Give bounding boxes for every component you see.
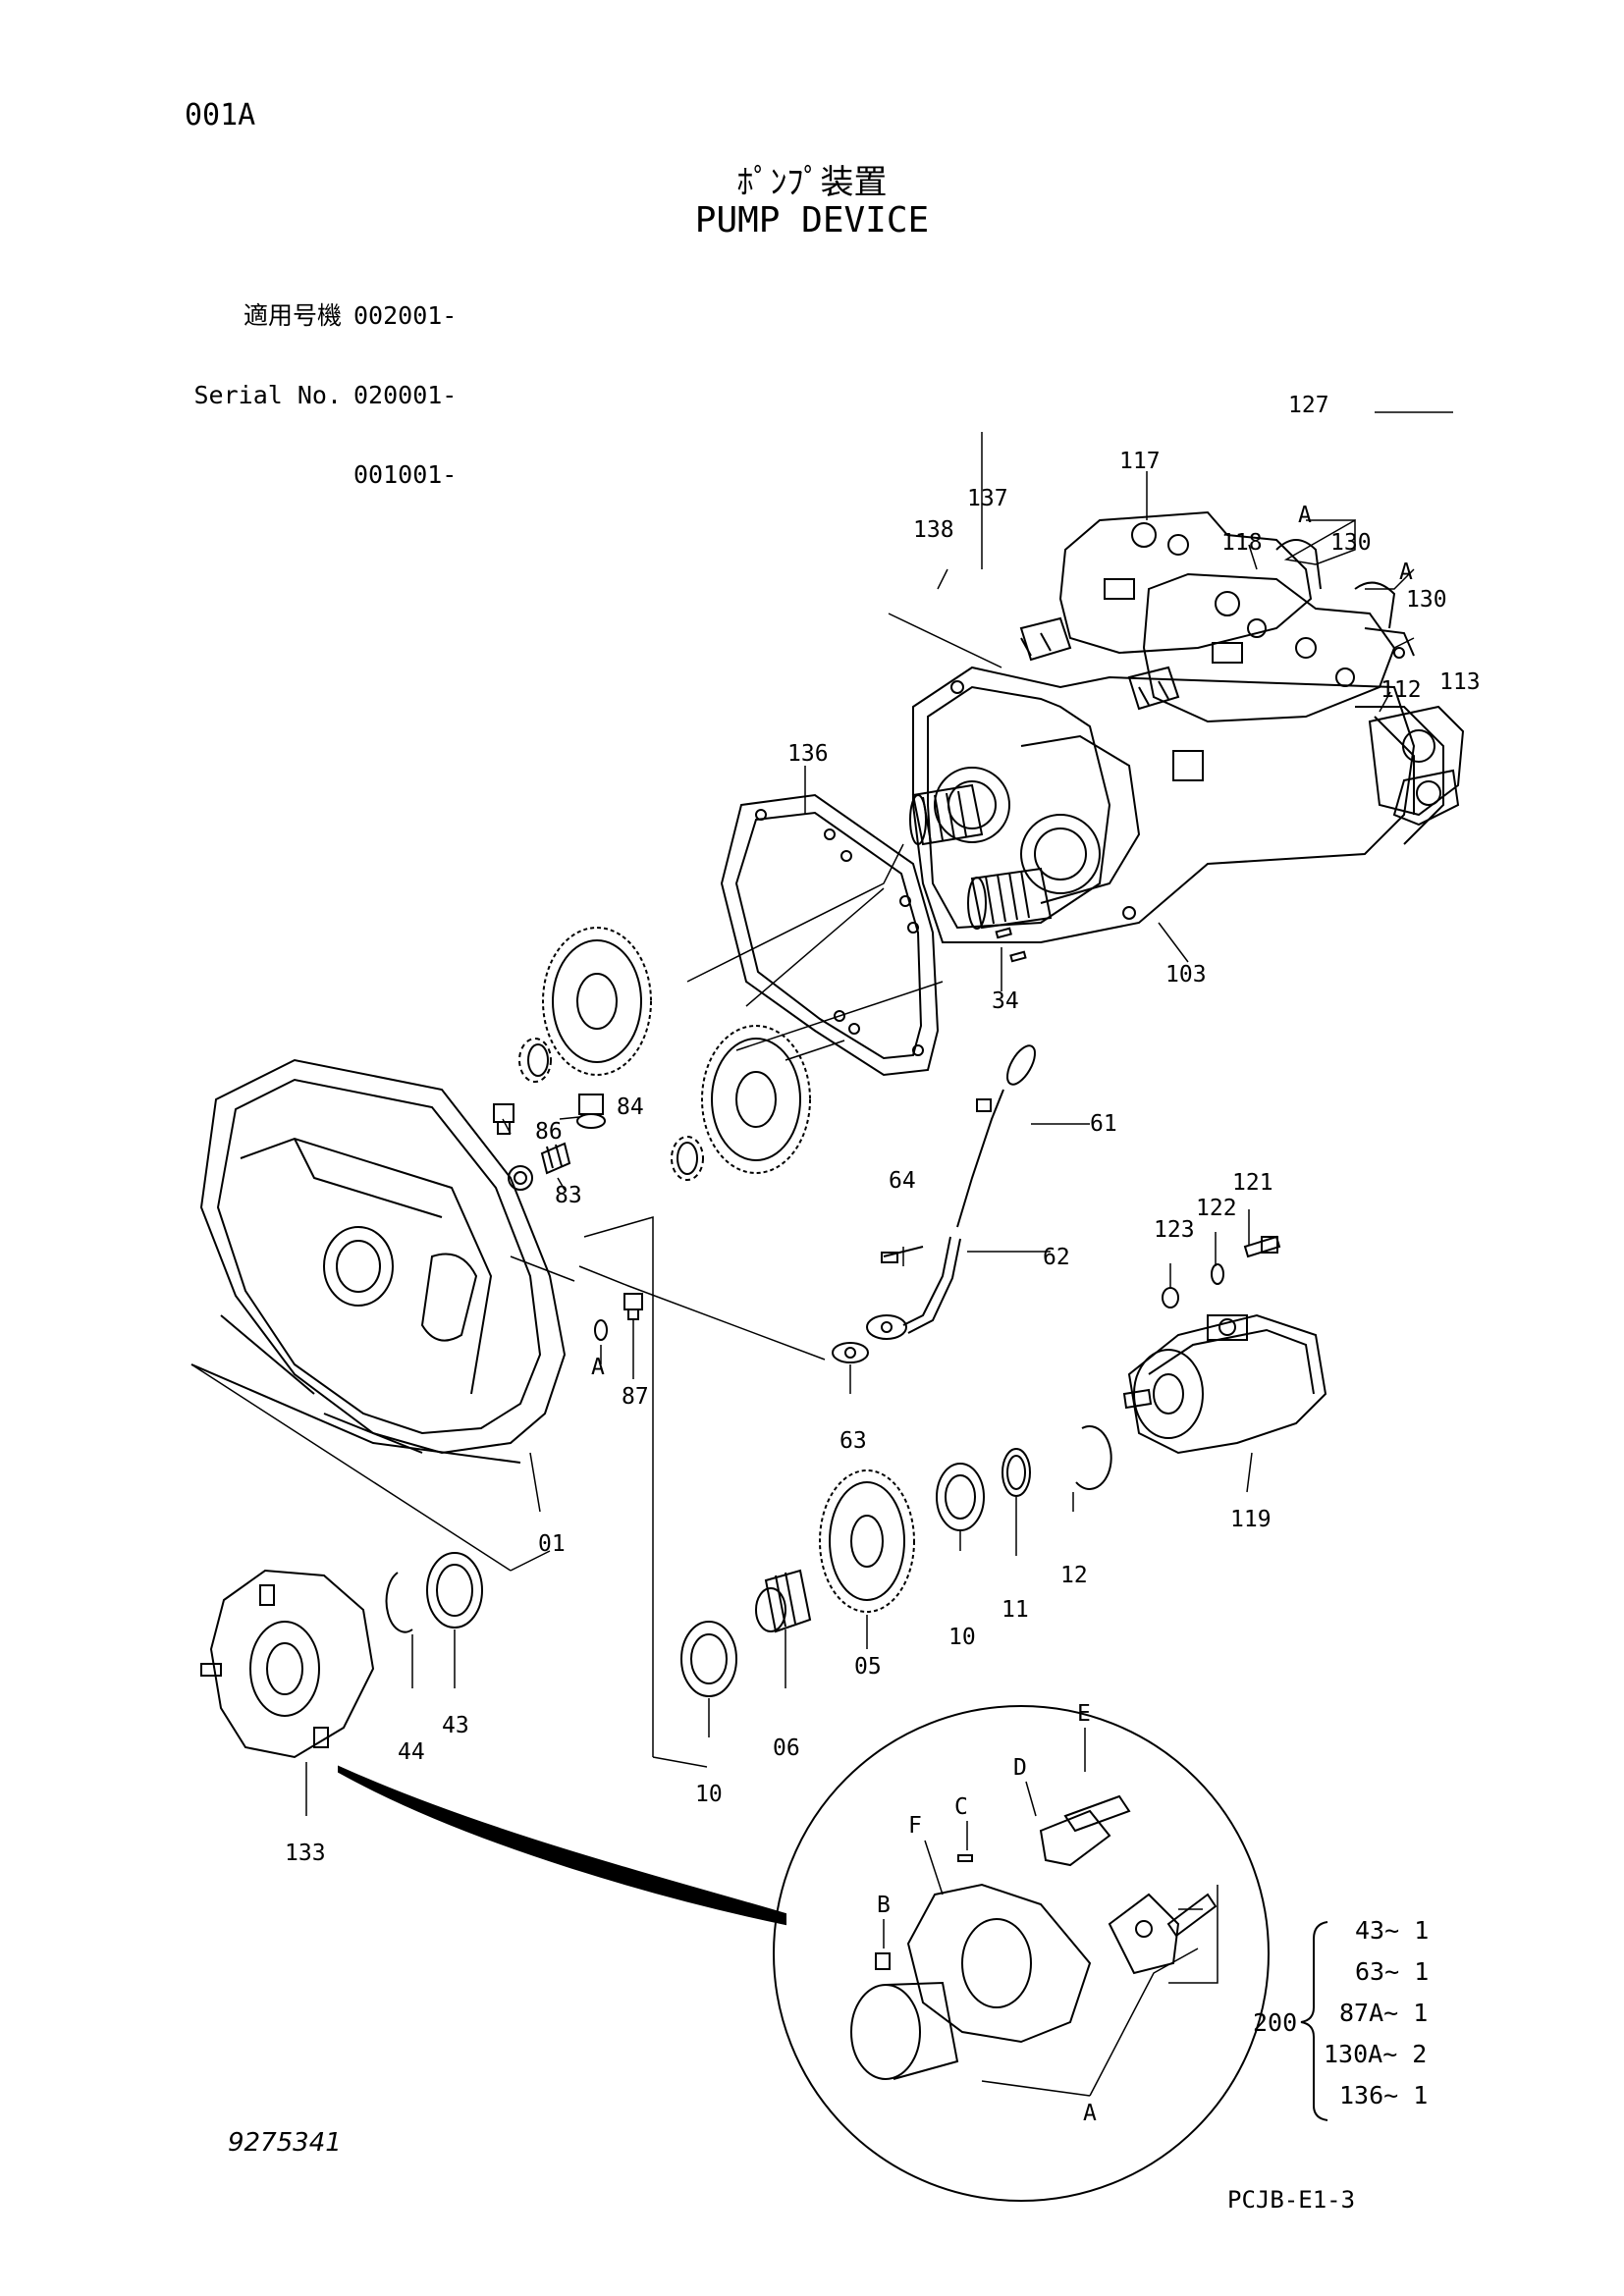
callout-10-upper: 10: [948, 1625, 976, 1650]
idler-gear-drawing: [819, 1469, 915, 1613]
kit-item: 87A~ 1: [1339, 1999, 1429, 2027]
gear-housing-drawing: [190, 1058, 567, 1464]
callout-61: 61: [1090, 1111, 1117, 1137]
input-shafts-drawing: [909, 783, 1053, 930]
kit-item: 43~ 1: [1355, 1916, 1430, 1945]
dowel-pins-drawing: [995, 927, 1027, 963]
callout-C: C: [954, 1794, 968, 1820]
serial-row: Serial No. 020001-: [185, 382, 457, 408]
callout-103: 103: [1165, 962, 1207, 988]
kit-bracket: [1300, 1921, 1328, 2121]
callout-112: 112: [1380, 677, 1422, 703]
callout-121: 121: [1232, 1170, 1273, 1196]
kit-item: 63~ 1: [1355, 1957, 1430, 1986]
upper-snap-rings-drawing: [527, 1043, 698, 1175]
callout-A-3: A: [591, 1355, 605, 1380]
port-flange-drawing: [1364, 627, 1465, 827]
lower-bearing-drawing: [680, 1621, 737, 1697]
kit-number: 200: [1253, 2008, 1298, 2037]
coupling-detail-view: [338, 1705, 1270, 2202]
callout-12: 12: [1060, 1563, 1088, 1588]
page-code: 001A: [185, 98, 256, 133]
callout-119: 119: [1230, 1507, 1272, 1532]
tube-gasket-drawing: [832, 1342, 869, 1363]
callout-118: 118: [1221, 530, 1263, 556]
sheet-code: PCJB-E1-3: [1227, 2186, 1356, 2214]
callout-05: 05: [854, 1654, 882, 1680]
serial-value: 020001-: [353, 381, 458, 409]
callout-123: 123: [1154, 1217, 1195, 1243]
callout-122: 122: [1196, 1196, 1237, 1221]
callout-62: 62: [1043, 1245, 1070, 1270]
bearing-set-drawing: [936, 1425, 1112, 1531]
serial-label: 適用号機: [243, 301, 342, 330]
spline-shaft-drawing: [755, 1569, 812, 1633]
callout-83: 83: [555, 1183, 582, 1208]
callout-A-1: A: [1298, 503, 1312, 528]
callout-A-4: A: [1083, 2101, 1097, 2126]
serial-label: Serial No.: [193, 381, 342, 409]
plugs-drawing: [493, 1094, 606, 1175]
callout-F: F: [908, 1813, 922, 1839]
pump-bolt-drawing: [1162, 1235, 1281, 1308]
plug-87-drawing: [594, 1293, 643, 1341]
callout-labels: 127 117 137 138 118 A 130 A 130 113 112 …: [285, 393, 1481, 2126]
callout-64: 64: [889, 1168, 916, 1194]
leader-lines: [190, 411, 1453, 2097]
serial-number-block: 適用号機 002001- Serial No. 020001- 001001-: [185, 249, 457, 514]
title-japanese: ﾎﾟﾝﾌﾟ装置: [736, 163, 888, 202]
callout-43: 43: [442, 1713, 469, 1738]
serial-row: 適用号機 002001-: [185, 302, 457, 329]
callout-138: 138: [913, 517, 954, 543]
serial-row: 001001-: [185, 461, 457, 488]
callout-A-2: A: [1399, 560, 1413, 585]
drive-gears-drawing: [518, 927, 811, 1181]
seal-set-drawing: [385, 1552, 483, 1633]
callout-D: D: [1013, 1755, 1027, 1781]
gasket-drawing: [720, 793, 940, 1077]
callout-E: E: [1077, 1701, 1091, 1727]
title-english: PUMP DEVICE: [694, 200, 930, 240]
callout-136: 136: [787, 741, 829, 767]
gear-pump-drawing: [1122, 1313, 1327, 1455]
callout-44: 44: [398, 1739, 425, 1765]
callout-10-lower: 10: [695, 1782, 723, 1807]
callout-127: 127: [1288, 393, 1329, 418]
callout-11: 11: [1001, 1597, 1029, 1623]
regulator-assembly-drawing: [1019, 510, 1396, 723]
callout-34: 34: [992, 988, 1019, 1014]
serial-value: 002001-: [353, 301, 458, 330]
callout-133: 133: [285, 1841, 326, 1866]
drawing-number: 9275341: [228, 2128, 342, 2158]
serial-value: 001001-: [353, 460, 458, 489]
kit-item: 130A~ 2: [1324, 2040, 1428, 2068]
callout-63: 63: [839, 1428, 867, 1454]
callout-86: 86: [535, 1119, 563, 1145]
callout-113: 113: [1439, 669, 1481, 695]
callout-87: 87: [622, 1384, 649, 1410]
callout-137: 137: [967, 486, 1008, 511]
coupling-drawing: [200, 1569, 375, 1759]
callout-06: 06: [773, 1735, 800, 1761]
callout-117: 117: [1119, 449, 1161, 474]
callout-130-1: 130: [1330, 530, 1372, 556]
kit-item: 136~ 1: [1339, 2081, 1429, 2109]
callout-01: 01: [538, 1531, 566, 1557]
callout-84: 84: [617, 1095, 644, 1120]
callout-130-2: 130: [1406, 587, 1447, 613]
callout-B: B: [877, 1893, 891, 1918]
